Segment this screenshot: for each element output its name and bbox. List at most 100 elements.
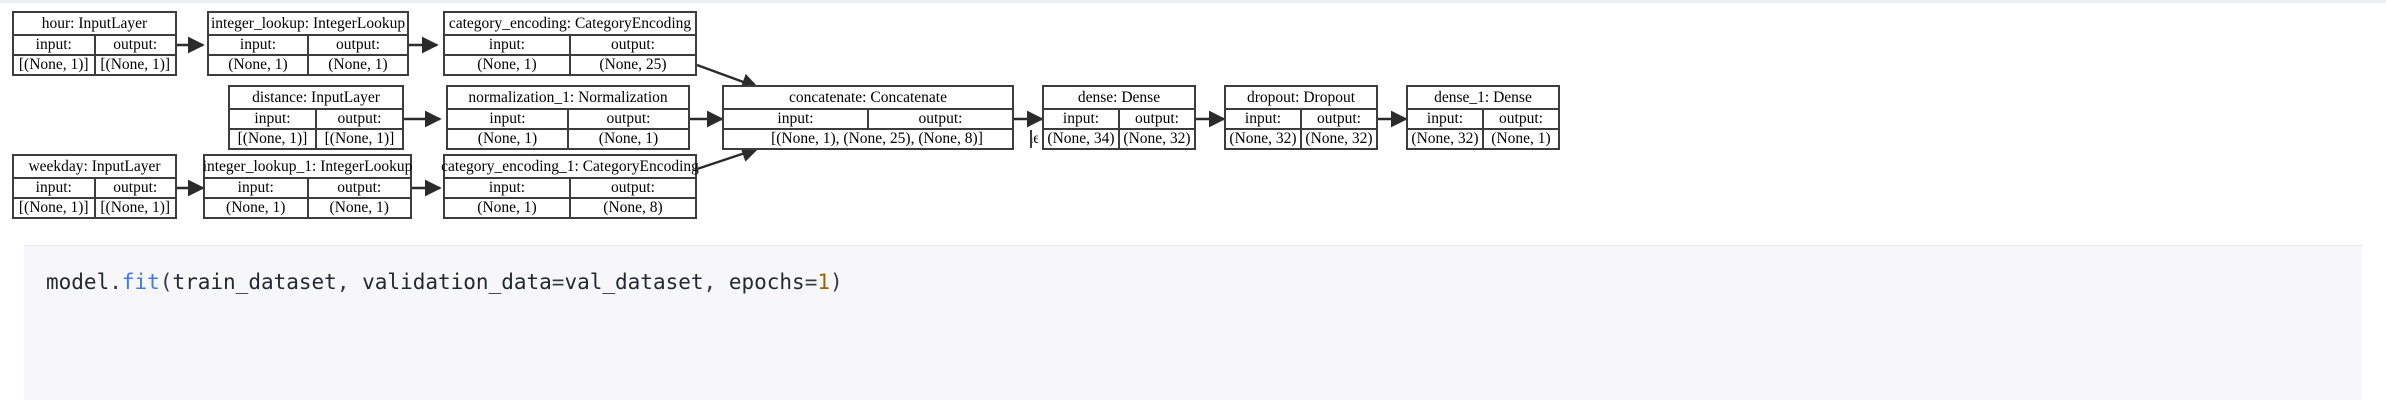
node-hour[interactable]: hour: InputLayer input: output: [(None, … (12, 11, 177, 76)
output-shape: (None, 1) (328, 56, 388, 74)
code-line-model-fit[interactable]: model.fit(train_dataset, validation_data… (46, 268, 843, 296)
input-shape: [(None, 1)] (14, 56, 96, 74)
output-shape: (None, 8) (603, 199, 663, 217)
output-shape: (None, 34) (1032, 130, 1038, 148)
node-shape-row: (None, 1) (None, 1) (209, 56, 407, 74)
code-token: val_dataset (564, 270, 704, 294)
edge-category-encoding-to-concatenate (696, 63, 759, 90)
node-shape-row: (None, 32) (None, 1) (1408, 130, 1558, 148)
node-label-row: input: output: (445, 36, 695, 56)
input-shape: [(None, 1)] (230, 130, 317, 148)
node-title: hour: InputLayer (14, 13, 175, 36)
node-label-row: input: output: (448, 110, 688, 130)
node-label-row: input: output: (445, 179, 695, 199)
node-shape-row: [(None, 1), (None, 25), (None, 8)] (None… (724, 130, 1038, 148)
node-shape-row: (None, 1) (None, 1) (448, 130, 688, 148)
input-label: input: (1226, 110, 1302, 128)
output-shape: [(None, 1)] (100, 56, 171, 74)
output-shape: (None, 32) (1123, 130, 1191, 148)
node-title: normalization_1: Normalization (448, 87, 688, 110)
node-label-row: input: output: (1044, 110, 1194, 130)
output-label: output: (1135, 110, 1179, 128)
input-label: input: (14, 179, 96, 197)
node-label-row: input: output: (1408, 110, 1558, 130)
output-shape: (None, 1) (1491, 130, 1551, 148)
output-label: output: (113, 36, 158, 54)
node-label-row: input: output: (14, 179, 175, 199)
node-category-encoding[interactable]: category_encoding: CategoryEncoding inpu… (443, 11, 697, 76)
node-label-row: input: output: (724, 110, 1012, 130)
input-label: input: (1408, 110, 1484, 128)
node-dropout[interactable]: dropout: Dropout input: output: (None, 3… (1224, 85, 1378, 150)
code-token: , (703, 270, 729, 294)
input-shape: (None, 1) (209, 56, 309, 74)
input-shape: (None, 1) (445, 199, 571, 217)
node-integer-lookup-1[interactable]: integer_lookup_1: IntegerLookup input: o… (203, 154, 412, 219)
node-shape-row: (None, 1) (None, 1) (205, 199, 410, 217)
page-top-rule (0, 0, 2386, 3)
node-title: weekday: InputLayer (14, 156, 175, 179)
output-label: output: (611, 179, 655, 197)
input-label: input: (724, 110, 869, 128)
node-title: dense_1: Dense (1408, 87, 1558, 110)
output-label: output: (611, 36, 655, 54)
code-token: = (551, 270, 565, 294)
node-title: category_encoding_1: CategoryEncoding (441, 156, 699, 179)
node-dense[interactable]: dense: Dense input: output: (None, 34) (… (1042, 85, 1196, 150)
input-label: input: (448, 110, 569, 128)
input-shape: (None, 1) (448, 130, 569, 148)
node-title: category_encoding: CategoryEncoding (445, 13, 695, 36)
output-label: output: (337, 110, 382, 128)
output-shape: [(None, 1)] (100, 199, 171, 217)
output-label: output: (606, 110, 651, 128)
input-shape: (None, 1) (445, 56, 571, 74)
node-title: concatenate: Concatenate (724, 87, 1012, 110)
node-concatenate[interactable]: concatenate: Concatenate input: output: … (722, 85, 1038, 150)
output-label: output: (1499, 110, 1543, 128)
node-shape-row: (None, 1) (None, 25) (445, 56, 695, 74)
code-token: . (109, 270, 122, 294)
node-title: integer_lookup: IntegerLookup (209, 13, 407, 36)
code-token: epochs (728, 270, 805, 294)
node-distance[interactable]: distance: InputLayer input: output: [(No… (228, 85, 404, 150)
code-token: validation_data (362, 270, 552, 294)
code-token: ) (830, 270, 843, 294)
node-shape-row: (None, 1) (None, 8) (445, 199, 695, 217)
input-shape: (None, 32) (1226, 130, 1302, 148)
node-weekday[interactable]: weekday: InputLayer input: output: [(Non… (12, 154, 177, 219)
output-shape: (None, 1) (329, 199, 389, 217)
node-normalization-1[interactable]: normalization_1: Normalization input: ou… (446, 85, 690, 150)
output-label: output: (918, 110, 963, 128)
node-shape-row: [(None, 1)] [(None, 1)] (14, 199, 175, 217)
node-title: dropout: Dropout (1226, 87, 1376, 110)
input-label: input: (445, 36, 571, 54)
node-shape-row: [(None, 1)] [(None, 1)] (14, 56, 175, 74)
node-title: dense: Dense (1044, 87, 1194, 110)
output-label: output: (113, 179, 158, 197)
node-label-row: input: output: (205, 179, 410, 199)
node-dense-1[interactable]: dense_1: Dense input: output: (None, 32)… (1406, 85, 1560, 150)
input-label: input: (205, 179, 309, 197)
code-cell: model.fit(train_dataset, validation_data… (24, 245, 2362, 400)
code-token: , (336, 270, 363, 294)
output-shape: (None, 32) (1305, 130, 1373, 148)
output-label: output: (336, 36, 380, 54)
code-token: = (804, 270, 818, 294)
node-label-row: input: output: (230, 110, 402, 130)
input-shape: [(None, 1)] (14, 199, 96, 217)
output-label: output: (337, 179, 382, 197)
node-shape-row: [(None, 1)] [(None, 1)] (230, 130, 402, 148)
node-integer-lookup[interactable]: integer_lookup: IntegerLookup input: out… (207, 11, 409, 76)
input-label: input: (209, 36, 309, 54)
code-token: model (46, 270, 110, 294)
node-label-row: input: output: (14, 36, 175, 56)
output-shape: (None, 25) (599, 56, 667, 74)
input-shape: (None, 32) (1408, 130, 1484, 148)
edge-category-encoding-1-to-concatenate (696, 145, 759, 171)
node-label-row: input: output: (209, 36, 407, 56)
node-label-row: input: output: (1226, 110, 1376, 130)
input-shape: [(None, 1), (None, 25), (None, 8)] (724, 130, 1032, 148)
node-category-encoding-1[interactable]: category_encoding_1: CategoryEncoding in… (441, 154, 699, 219)
input-shape: (None, 1) (205, 199, 309, 217)
